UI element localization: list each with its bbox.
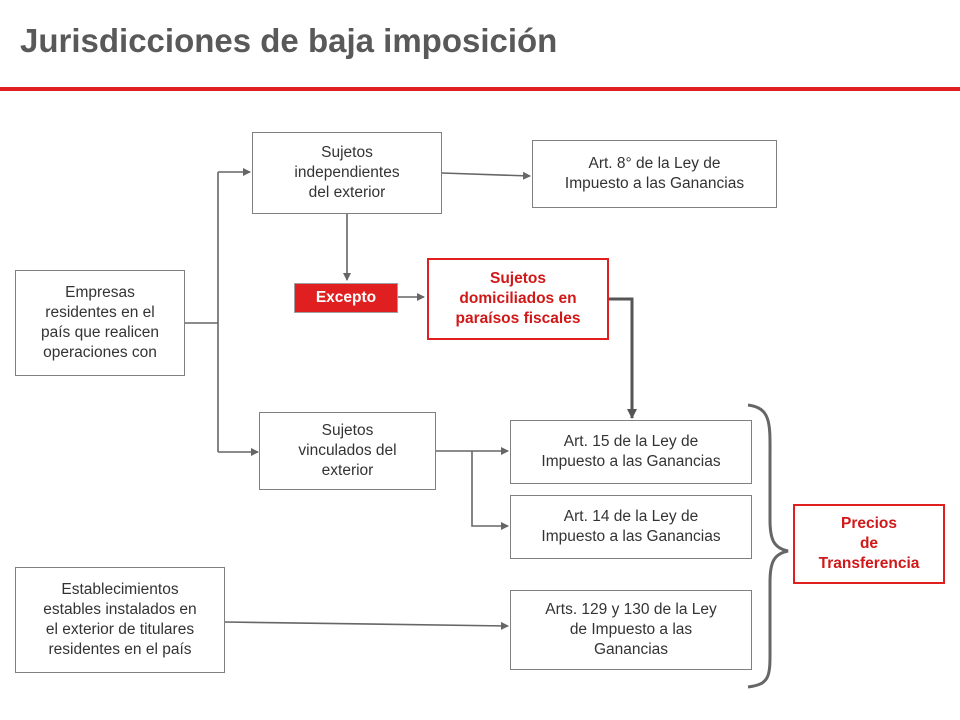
box-art-14: Art. 14 de la Ley de Impuesto a las Gana…	[510, 495, 752, 559]
box-sujetos-independientes: Sujetos independientes del exterior	[252, 132, 442, 214]
arrow-to-art129	[224, 621, 509, 630]
arrow-to-art14	[471, 451, 509, 530]
page-title: Jurisdicciones de baja imposición	[20, 22, 558, 59]
box-arts-129-130: Arts. 129 y 130 de la Ley de Impuesto a …	[510, 590, 752, 670]
box-art-15: Art. 15 de la Ley de Impuesto a las Gana…	[510, 420, 752, 484]
box-establecimientos-text: Establecimientos estables instalados en …	[43, 581, 197, 658]
title-divider	[0, 87, 960, 91]
box-independientes-text: Sujetos independientes del exterior	[294, 144, 400, 201]
box-empresas-residentes: Empresas residentes en el país que reali…	[15, 270, 185, 376]
arrow-to-art8	[441, 171, 531, 180]
box-art15-text: Art. 15 de la Ley de Impuesto a las Gana…	[541, 433, 721, 470]
box-sujetos-vinculados: Sujetos vinculados del exterior	[259, 412, 436, 490]
excepto-label: Excepto	[294, 283, 398, 313]
box-sujetos-domiciliados: Sujetos domiciliados en paraísos fiscale…	[427, 258, 609, 340]
box-empresas-text: Empresas residentes en el país que reali…	[40, 284, 160, 361]
box-art129-text: Arts. 129 y 130 de la Ley de Impuesto a …	[545, 601, 717, 658]
box-precios-transferencia: Precios de Transferencia	[793, 504, 945, 584]
box-art14-text: Art. 14 de la Ley de Impuesto a las Gana…	[541, 508, 721, 545]
box-vinculados-text: Sujetos vinculados del exterior	[298, 422, 397, 479]
arrow-domiciliados-to-art15	[609, 297, 637, 419]
box-domiciliados-text: Sujetos domiciliados en paraísos fiscale…	[455, 270, 581, 327]
box-art8-text: Art. 8° de la Ley de Impuesto a las Gana…	[564, 155, 745, 192]
box-precios-text: Precios de Transferencia	[818, 515, 920, 572]
curly-brace	[747, 403, 789, 689]
box-establecimientos: Establecimientos estables instalados en …	[15, 567, 225, 673]
box-art-8: Art. 8° de la Ley de Impuesto a las Gana…	[532, 140, 777, 208]
